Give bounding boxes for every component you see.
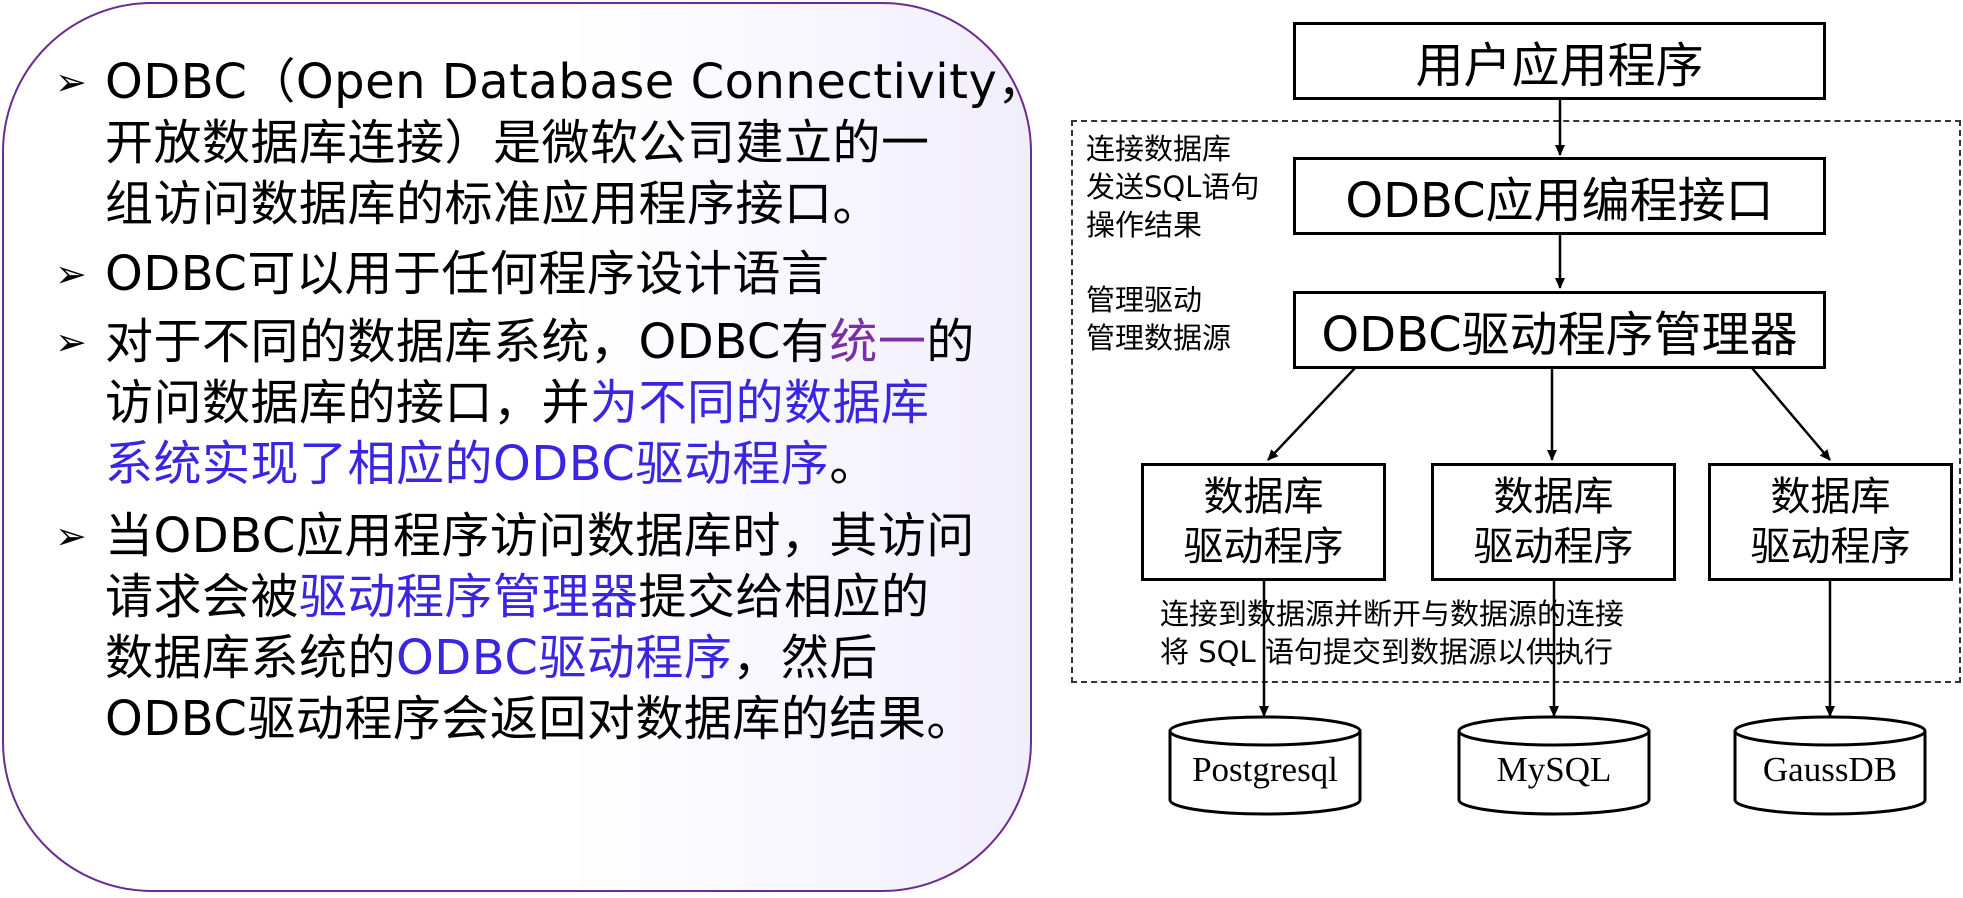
bullet-segment: 组访问数据库的标准应用程序接口。 — [105, 176, 882, 232]
bullet-line: 系统实现了相应的ODBC驱动程序。 — [105, 434, 1015, 495]
database-driver-box-3: 数据库 驱动程序 — [1708, 463, 1953, 581]
driver-manager-scope-dashed-box — [1071, 120, 1961, 683]
manager-note: 管理驱动 管理数据源 — [1086, 281, 1231, 357]
bullet-line: ODBC（Open Database Connectivity， — [105, 52, 1045, 113]
odbc-driver-manager-box: ODBC驱动程序管理器 — [1293, 291, 1826, 369]
bullet-segment: 访问数据库的接口，并 — [105, 375, 591, 431]
bullet-line: 访问数据库的接口，并为不同的数据库 — [105, 373, 1015, 434]
text-panel — [2, 2, 1032, 892]
database-label-gaussdb: GaussDB — [1762, 750, 1898, 789]
bullet-segment: 。 — [829, 436, 878, 492]
bullet-segment: 的 — [926, 314, 975, 370]
bullet-segment: 数据库系统的 — [105, 630, 397, 686]
database-label-postgresql: Postgresql — [1192, 750, 1338, 789]
bullet-text: ODBC（Open Database Connectivity，开放数据库连接）… — [105, 52, 1045, 235]
driver-label-line2: 驱动程序 — [1473, 524, 1634, 570]
arrow-bullet-icon: ➢ — [55, 252, 88, 296]
database-label-mysql: MySQL — [1496, 750, 1612, 789]
bullet-segment: 请求会被 — [105, 569, 300, 625]
user-application-box: 用户应用程序 — [1293, 22, 1826, 100]
driver-label-line1: 数据库 — [1493, 474, 1614, 520]
driver-label-line2: 驱动程序 — [1750, 524, 1911, 570]
bullet-line: 组访问数据库的标准应用程序接口。 — [105, 174, 1015, 235]
driver-label-line2: 驱动程序 — [1183, 524, 1344, 570]
bullet-line: 数据库系统的ODBC驱动程序，然后 — [105, 628, 1015, 689]
manager-note-line: 管理数据源 — [1086, 321, 1232, 355]
bullet-text: 对于不同的数据库系统，ODBC有统一的访问数据库的接口，并为不同的数据库系统实现… — [105, 312, 1015, 495]
bullet-segment: ODBC可以用于任何程序设计语言 — [105, 246, 830, 302]
bullet-text: 当ODBC应用程序访问数据库时，其访问请求会被驱动程序管理器提交给相应的数据库系… — [105, 506, 1015, 750]
bullet-line: 对于不同的数据库系统，ODBC有统一的 — [105, 312, 1015, 373]
driver-note-line: 连接到数据源并断开与数据源的连接 — [1160, 597, 1625, 631]
manager-note-line: 管理驱动 — [1086, 283, 1203, 317]
bullet-segment: 当ODBC应用程序访问数据库时，其访问 — [105, 508, 975, 564]
api-note-line: 连接数据库 — [1086, 132, 1232, 166]
bullet-segment: ODBC驱动程序会返回对数据库的结果。 — [105, 691, 975, 747]
highlighted-text: 为不同的数据库 — [590, 375, 930, 431]
bullet-segment: 开放数据库连接）是微软公司建立的一 — [105, 115, 930, 171]
bullet-text: ODBC可以用于任何程序设计语言 — [105, 244, 1015, 305]
highlighted-text: ODBC驱动程序 — [396, 630, 733, 686]
highlighted-text: 驱动程序管理器 — [299, 569, 639, 625]
bullet-any-language: ➢ ODBC可以用于任何程序设计语言 — [55, 244, 1015, 305]
database-driver-box-2: 数据库 驱动程序 — [1431, 463, 1676, 581]
arrow-bullet-icon: ➢ — [55, 514, 88, 558]
driver-note: 连接到数据源并断开与数据源的连接 将 SQL 语句提交到数据源以供执行 — [1160, 595, 1624, 671]
database-driver-box-1: 数据库 驱动程序 — [1141, 463, 1386, 581]
bullet-unified-interface: ➢ 对于不同的数据库系统，ODBC有统一的访问数据库的接口，并为不同的数据库系统… — [55, 312, 1015, 495]
bullet-line: ODBC可以用于任何程序设计语言 — [105, 244, 1015, 305]
bullet-segment: ODBC（Open Database Connectivity， — [105, 54, 1046, 110]
driver-label-line1: 数据库 — [1770, 474, 1891, 520]
driver-label-line1: 数据库 — [1203, 474, 1324, 520]
highlighted-text: 系统实现了相应的ODBC驱动程序 — [105, 436, 830, 492]
bullet-line: 当ODBC应用程序访问数据库时，其访问 — [105, 506, 1015, 567]
odbc-api-box: ODBC应用编程接口 — [1293, 157, 1826, 235]
api-note: 连接数据库 发送SQL语句 操作结果 — [1086, 130, 1259, 244]
arrow-bullet-icon: ➢ — [55, 320, 88, 364]
bullet-segment: ，然后 — [732, 630, 878, 686]
api-note-line: 发送SQL语句 — [1086, 170, 1260, 204]
highlighted-text: 统一 — [829, 314, 927, 370]
bullet-segment: 提交给相应的 — [638, 569, 930, 625]
arrow-bullet-icon: ➢ — [55, 60, 88, 104]
driver-note-line: 将 SQL 语句提交到数据源以供执行 — [1160, 635, 1613, 669]
bullet-odbc-definition: ➢ ODBC（Open Database Connectivity，开放数据库连… — [55, 52, 1045, 235]
bullet-line: ODBC驱动程序会返回对数据库的结果。 — [105, 689, 1015, 750]
bullet-line: 开放数据库连接）是微软公司建立的一 — [105, 113, 1015, 174]
api-note-line: 操作结果 — [1086, 208, 1203, 242]
bullet-line: 请求会被驱动程序管理器提交给相应的 — [105, 567, 1015, 628]
bullet-segment: 对于不同的数据库系统，ODBC有 — [105, 314, 830, 370]
bullet-request-flow: ➢ 当ODBC应用程序访问数据库时，其访问请求会被驱动程序管理器提交给相应的数据… — [55, 506, 1015, 750]
